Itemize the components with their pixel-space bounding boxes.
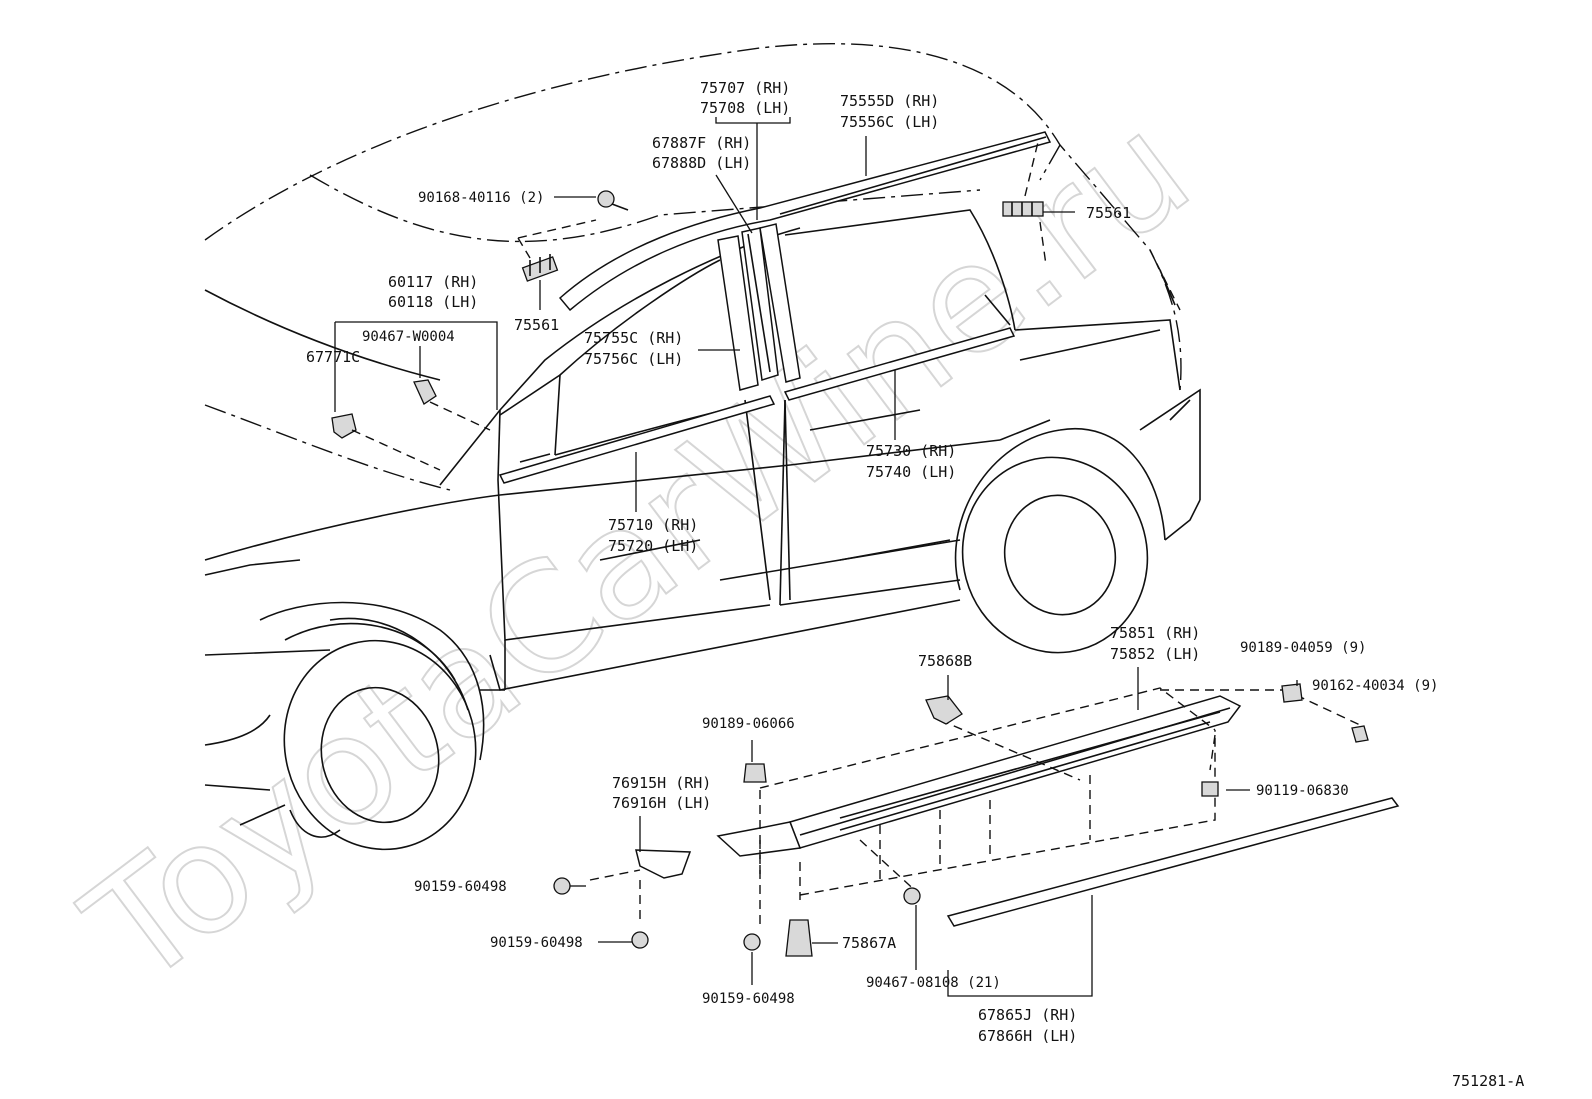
label-75708: 75708 (LH)	[700, 99, 790, 117]
label-75720: 75720 (LH)	[608, 537, 698, 555]
center-pillar-garnish	[717, 223, 801, 391]
label-75851: 75851 (RH)	[1110, 624, 1200, 642]
label-90162-40034: 90162-40034 (9)	[1312, 678, 1438, 694]
label-75707: 75707 (RH)	[700, 79, 790, 97]
screw-90168	[597, 190, 629, 211]
label-60117: 60117 (RH)	[388, 273, 478, 291]
label-67771C: 67771C	[306, 348, 360, 366]
label-67887F: 67887F (RH)	[652, 134, 751, 152]
leader-lines	[334, 117, 1298, 997]
label-75730: 75730 (RH)	[866, 442, 956, 460]
diagram-id: 751281-A	[1452, 1072, 1524, 1090]
rocker-molding	[946, 797, 1400, 927]
label-75556C: 75556C (LH)	[840, 113, 939, 131]
label-76915H: 76915H (RH)	[612, 774, 711, 792]
rocker-panel	[716, 695, 1242, 857]
label-75710: 75710 (RH)	[608, 516, 698, 534]
label-75555D: 75555D (RH)	[840, 92, 939, 110]
label-90467-08108: 90467-08108 (21)	[866, 975, 1001, 991]
label-67888D: 67888D (LH)	[652, 154, 751, 172]
label-67865J: 67865J (RH)	[978, 1006, 1077, 1024]
label-90467-W0004: 90467-W0004	[362, 329, 455, 345]
front-belt-molding	[498, 395, 776, 484]
label-75868B: 75868B	[918, 652, 972, 670]
label-60118: 60118 (LH)	[388, 293, 478, 311]
label-75755C: 75755C (RH)	[584, 329, 683, 347]
label-75561-front: 75561	[514, 316, 559, 334]
part-labels: 75707 (RH) 75708 (LH) 67887F (RH) 67888D…	[306, 79, 1524, 1090]
clip-75561-front	[521, 254, 559, 282]
label-90159-mid: 90159-60498	[490, 935, 583, 951]
label-67866H: 67866H (LH)	[978, 1027, 1077, 1045]
label-76916H: 76916H (LH)	[612, 794, 711, 812]
fasteners-bottom	[553, 683, 1369, 957]
label-90159-bottom: 90159-60498	[702, 991, 795, 1007]
label-90159-left: 90159-60498	[414, 879, 507, 895]
label-90189-06066: 90189-06066	[702, 716, 795, 732]
label-75867A: 75867A	[842, 934, 896, 952]
label-90189-04059: 90189-04059 (9)	[1240, 640, 1366, 656]
label-90119: 90119-06830	[1256, 783, 1349, 799]
rocker-assembly-lines	[589, 687, 1361, 930]
label-75561-rear: 75561	[1086, 204, 1131, 222]
clip-75561-rear	[1002, 201, 1044, 217]
label-90168: 90168-40116 (2)	[418, 190, 544, 206]
label-75852: 75852 (LH)	[1110, 645, 1200, 663]
roof-molding	[558, 131, 1052, 312]
vehicle-body	[204, 43, 1201, 851]
clip-67771C	[331, 413, 357, 439]
label-75740: 75740 (LH)	[866, 463, 956, 481]
clip-90467-W0004	[413, 379, 437, 405]
label-75756C: 75756C (LH)	[584, 350, 683, 368]
rear-belt-molding	[783, 327, 1016, 401]
